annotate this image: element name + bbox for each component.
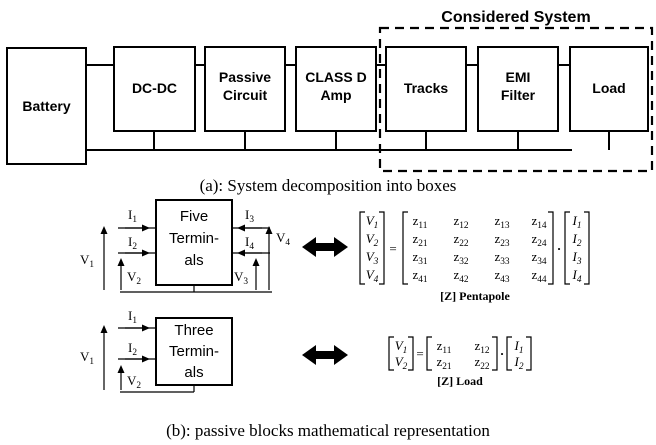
battery-block: Battery (6, 47, 87, 165)
five-terminals-line1: Five (180, 208, 208, 225)
pentapole-z-entry: z31 (412, 249, 427, 267)
emi-label-line2: Filter (501, 87, 536, 103)
five-label-I3: I3 (245, 207, 254, 225)
pentapole-z-entry: z13 (494, 213, 509, 231)
pentapole-i-entry: I3 (571, 249, 581, 267)
pentapole-z-entry: z12 (453, 213, 468, 231)
load-z-entry: z22 (474, 354, 489, 372)
five-terminals-line2: Termin- (169, 230, 219, 247)
three-terminals-line1: Three (174, 322, 213, 339)
ground-stubs (153, 131, 610, 150)
passive-circuit-block: Passive Circuit (204, 46, 286, 132)
equivalence-arrow-icon (302, 345, 348, 365)
pentapole-dot: · (557, 241, 561, 256)
pentapole-v-entry: V3 (366, 249, 379, 267)
equivalence-arrow-icon (302, 237, 348, 257)
battery-label: Battery (22, 98, 70, 114)
load-label: [Z] Load (437, 374, 483, 388)
load-i-entry: I1 (513, 338, 523, 356)
emi-filter-block: EMI Filter (477, 46, 559, 132)
load-block: Load (569, 46, 649, 132)
five-label-I2: I2 (128, 234, 137, 252)
five-label-I1: I1 (128, 207, 137, 225)
dcdc-label: DC-DC (132, 80, 177, 96)
pentapole-z-entry: z32 (453, 249, 468, 267)
passive-label-line2: Circuit (223, 87, 268, 103)
pentapole-z-entry: z41 (412, 267, 427, 285)
passive-label-line1: Passive (219, 69, 271, 85)
five-label-V4: V4 (276, 230, 290, 248)
three-terminals-line3: als (184, 364, 203, 381)
dcdc-block: DC-DC (113, 46, 196, 132)
pentapole-z-entry: z33 (494, 249, 509, 267)
three-label-I2: I2 (128, 340, 137, 358)
pentapole-equals: = (389, 241, 396, 256)
pentapole-z-entry: z43 (494, 267, 509, 285)
caption-b: (b): passive blocks mathematical represe… (166, 421, 490, 440)
load-v-entry: V2 (395, 354, 408, 372)
pentapole-i-entry: I1 (571, 213, 581, 231)
five-label-V2: V2 (127, 269, 141, 287)
classd-label-line2: Amp (320, 87, 351, 103)
pentapole-v-entry: V4 (366, 267, 379, 285)
caption-a: (a): System decomposition into boxes (200, 176, 457, 195)
pentapole-z-entry: z42 (453, 267, 468, 285)
load-label: Load (592, 80, 625, 96)
three-label-V1: V1 (80, 349, 94, 367)
class-d-amp-block: CLASS D Amp (295, 46, 377, 132)
load-dot: · (500, 346, 504, 361)
three-terminal-network: Three Termin- als I1 I2 V1 V2 (80, 308, 233, 393)
pentapole-z-entry: z14 (531, 213, 546, 231)
load-equals: = (416, 346, 423, 361)
pentapole-label: [Z] Pentapole (440, 289, 510, 303)
pentapole-z-entry: z22 (453, 231, 468, 249)
pentapole-z-entry: z44 (531, 267, 546, 285)
three-label-I1: I1 (128, 308, 137, 326)
pentapole-z-entry: z21 (412, 231, 427, 249)
pentapole-i-entry: I4 (571, 267, 581, 285)
pentapole-z-entry: z11 (413, 213, 428, 231)
five-label-V3: V3 (234, 269, 248, 287)
five-label-I4: I4 (245, 234, 254, 252)
classd-label-line1: CLASS D (305, 69, 366, 85)
pentapole-v-entry: V1 (366, 213, 379, 231)
tracks-label: Tracks (404, 80, 449, 96)
five-label-V1: V1 (80, 252, 94, 270)
considered-system-label: Considered System (441, 9, 590, 26)
pentapole-z-entry: z34 (531, 249, 546, 267)
five-terminal-network: Five Termin- als I1 I2 I3 I4 V1 V2 V3 V4 (80, 199, 290, 293)
pentapole-i-entry: I2 (571, 231, 581, 249)
three-terminals-line2: Termin- (169, 343, 219, 360)
pentapole-z-entry: z23 (494, 231, 509, 249)
load-i-entry: I2 (513, 354, 523, 372)
emi-label-line1: EMI (506, 69, 531, 85)
considered-system-boundary (378, 26, 654, 173)
tracks-block: Tracks (385, 46, 467, 132)
load-z-entry: z21 (436, 354, 451, 372)
three-label-V2: V2 (127, 373, 141, 391)
pentapole-z-entry: z24 (531, 231, 546, 249)
pentapole-v-entry: V2 (366, 231, 379, 249)
five-terminals-line3: als (184, 252, 203, 269)
